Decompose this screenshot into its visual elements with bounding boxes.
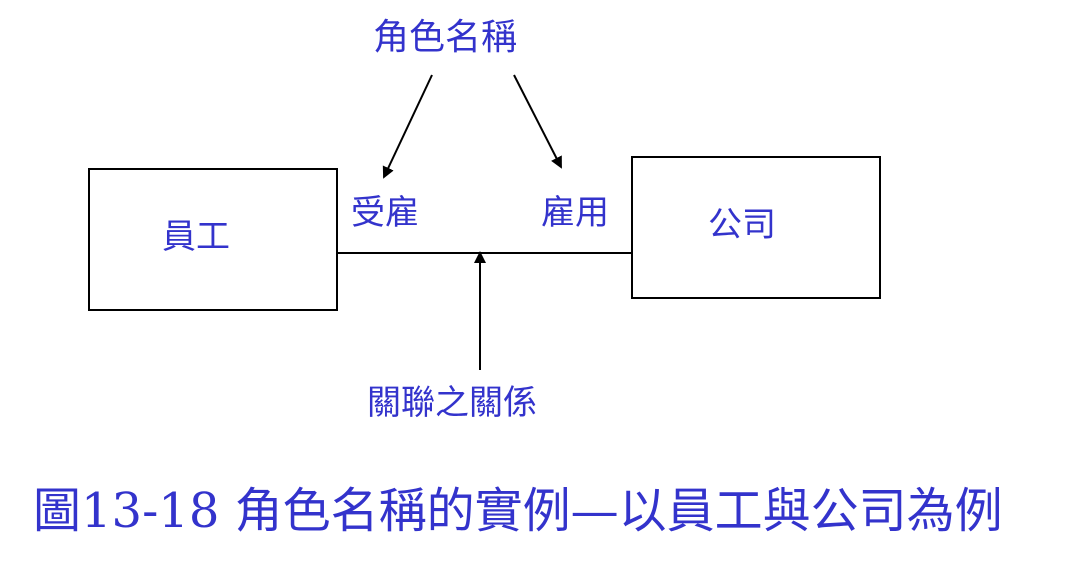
arrow-to-company-role — [513, 74, 562, 169]
relationship-label: 關聯之關係 — [367, 383, 537, 423]
entity-box-employee — [88, 168, 338, 311]
entity-box-company — [631, 156, 881, 299]
company-role-label: 雇用 — [541, 193, 609, 233]
employee-entity-label: 員工 — [162, 217, 230, 257]
employee-role-label: 受雇 — [351, 193, 419, 233]
arrow-to-employee-role — [382, 74, 433, 179]
role-name-heading: 角色名稱 — [373, 17, 518, 58]
figure-caption: 圖13-18 角色名稱的實例—以員工與公司為例 — [33, 483, 1003, 539]
company-entity-label: 公司 — [708, 205, 776, 245]
